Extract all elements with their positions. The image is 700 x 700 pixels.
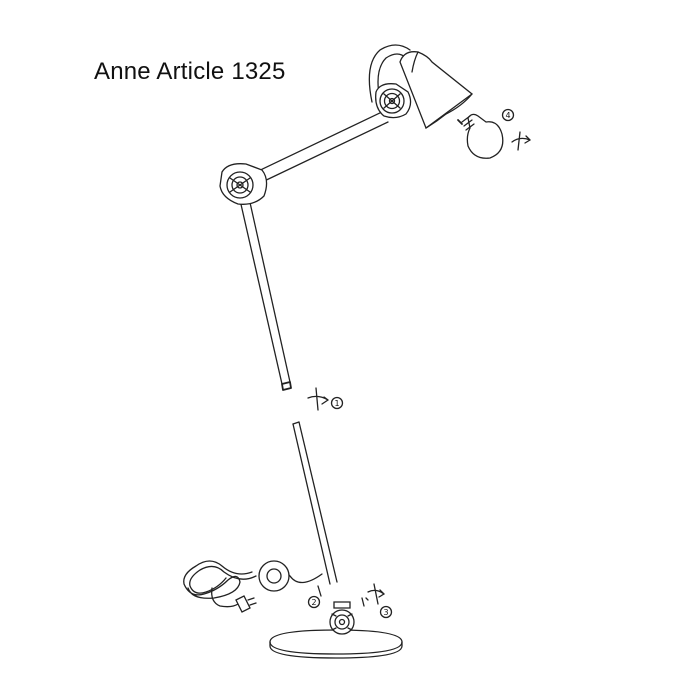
lower-arm-rod — [239, 197, 292, 391]
upper-arm-tube — [251, 110, 389, 185]
step-4-marker: 4 — [501, 108, 515, 122]
power-cable — [183, 560, 323, 608]
step-4-label: 4 — [506, 111, 511, 120]
rotate-arrow-icon — [511, 131, 531, 151]
upper-arm-assembly — [219, 44, 473, 391]
lower-hinge — [219, 163, 268, 205]
upper-hinge — [368, 44, 412, 119]
mount-tick-icon — [317, 585, 322, 597]
lamp-shade — [399, 51, 473, 129]
step-3-marker: 3 — [379, 605, 393, 619]
light-bulb — [457, 113, 504, 159]
cord-dimmer — [258, 560, 290, 592]
rotate-arrow-icon — [307, 387, 329, 411]
screw-rotate-icon — [361, 583, 385, 607]
step-1-marker: 1 — [330, 396, 344, 410]
step-1-label: 1 — [335, 399, 340, 408]
step-2-label: 2 — [312, 598, 317, 607]
plug-icon — [235, 595, 257, 613]
base-stand-rod — [292, 421, 338, 585]
step-2-marker: 2 — [307, 595, 321, 609]
article-title: Anne Article 1325 — [94, 58, 286, 85]
base-plate — [269, 629, 403, 659]
step-3-label: 3 — [384, 608, 389, 617]
base-joint — [329, 601, 355, 635]
